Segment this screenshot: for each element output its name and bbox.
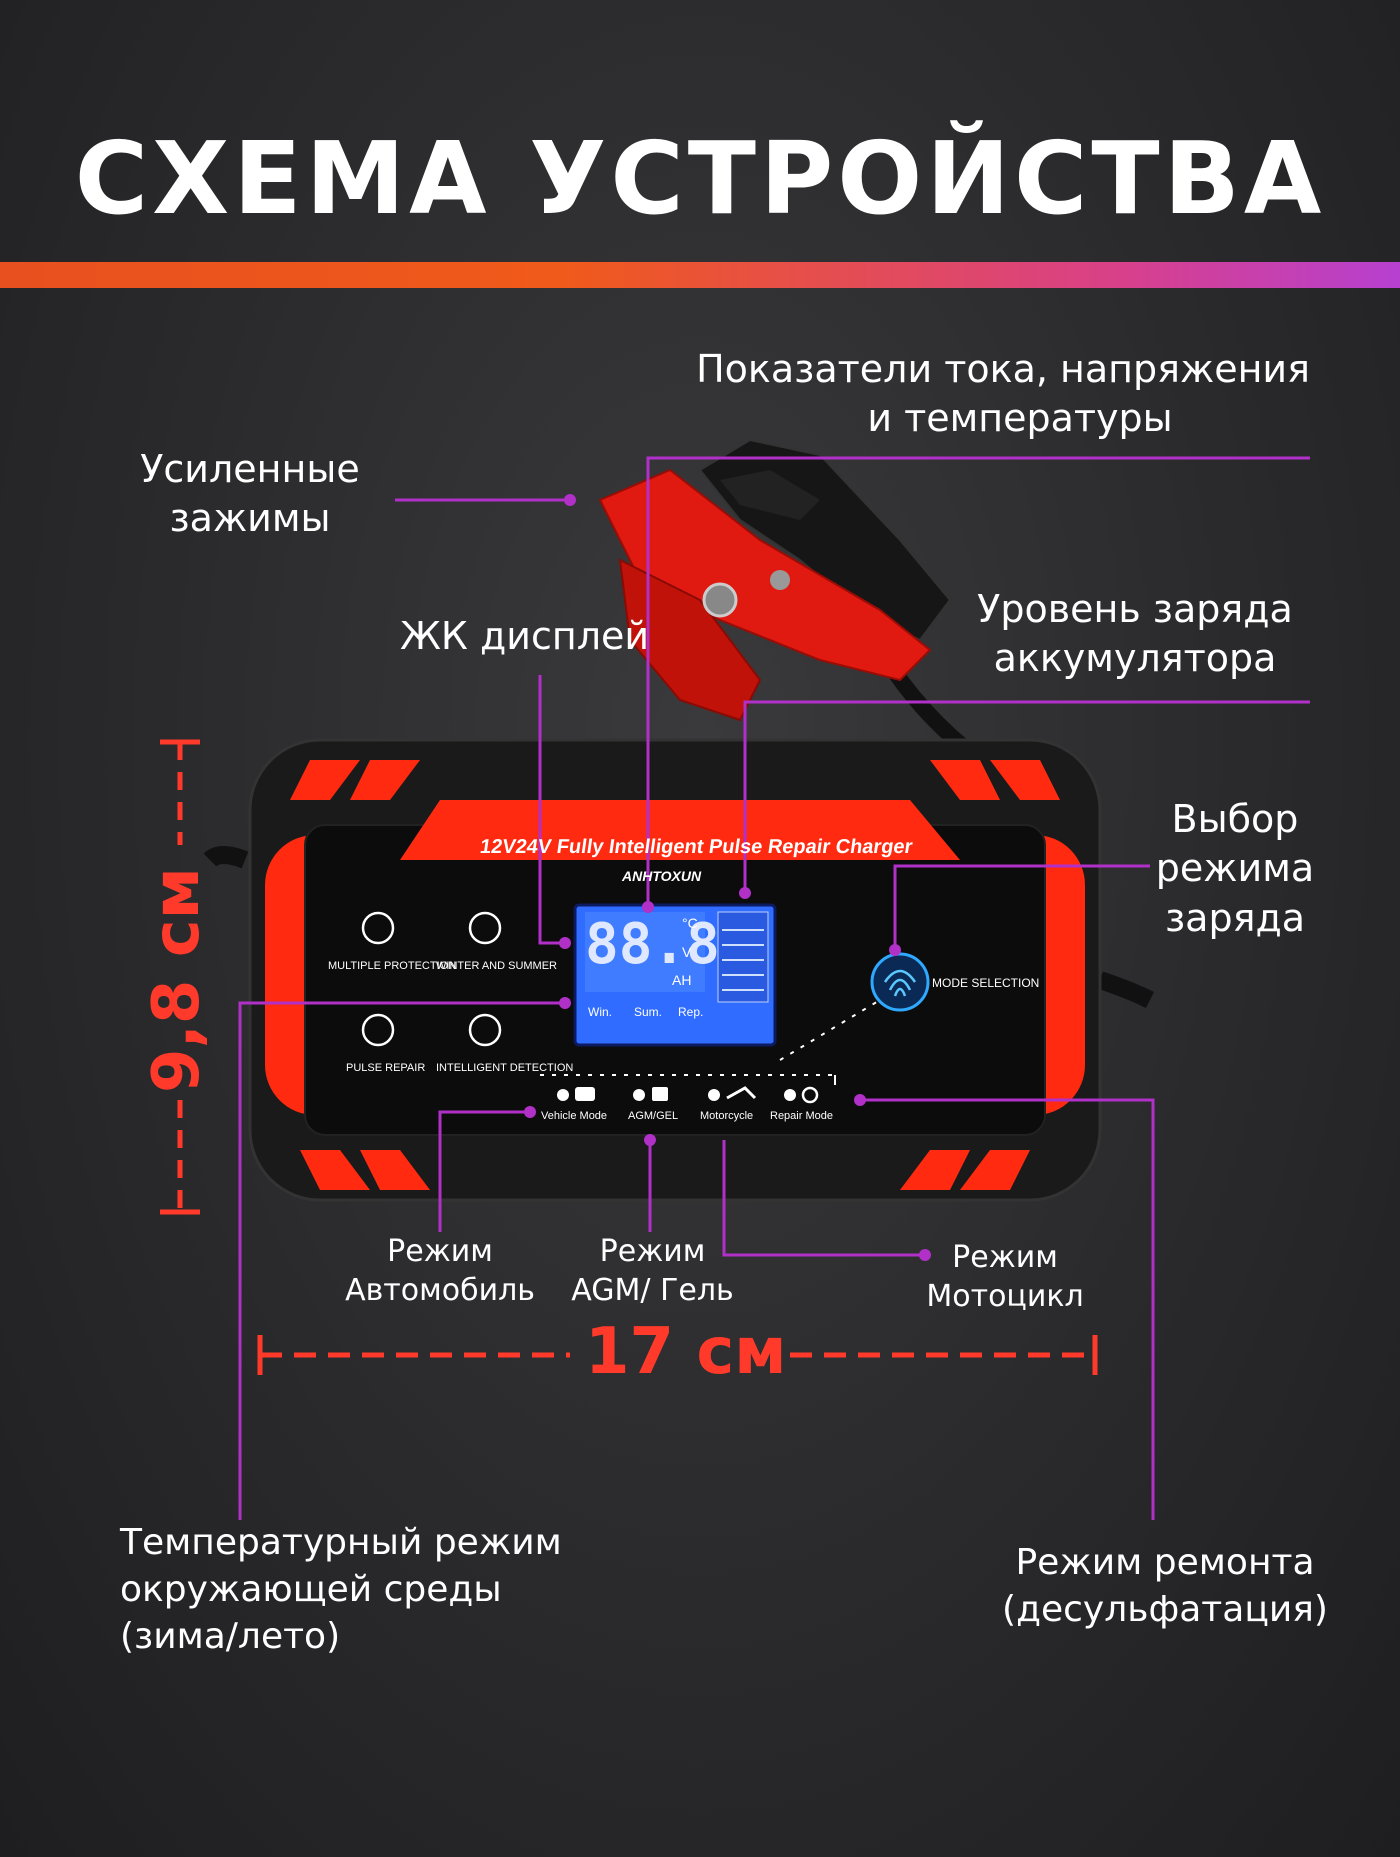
red-clamp	[598, 468, 932, 722]
model-line: 12V24V Fully Intelligent Pulse Repair Ch…	[478, 836, 914, 858]
pulse-icon	[468, 1013, 502, 1047]
brand-label: ANHTOXUN	[622, 868, 702, 884]
mode-agm-label: AGM/GEL	[628, 1110, 679, 1122]
feature-intelligent-detection: INTELLIGENT DETECTION	[436, 1062, 574, 1074]
callout-mode-select: Выбор режима заряда	[1155, 797, 1315, 940]
callout-dots	[524, 494, 931, 1261]
half-moon-icon	[468, 911, 502, 945]
mode-repair-label: Repair Mode	[770, 1110, 833, 1122]
lcd-digits: 88.8	[585, 912, 720, 977]
car-icon	[575, 1087, 595, 1101]
lcd-mode-rep: Rep.	[678, 1005, 704, 1019]
page-title: СХЕМА УСТРОЙСТВА	[74, 120, 1326, 237]
shield-icon	[361, 911, 395, 945]
accent-bar	[0, 262, 1400, 288]
led-repair	[784, 1089, 796, 1101]
callout-repair-mode: Режим ремонта (десульфатация)	[1002, 1542, 1328, 1630]
fingerprint-icon	[870, 952, 930, 1012]
motorcycle-icon	[726, 1086, 757, 1100]
lcd-mode-win: Win.	[588, 1005, 612, 1019]
feature-multiple-protection: MULTIPLE PROTECTION	[328, 960, 457, 972]
callout-lcd: ЖК дисплей	[400, 614, 650, 658]
led-moto	[708, 1089, 720, 1101]
repair-icon	[801, 1086, 819, 1104]
battery-icon	[652, 1087, 668, 1101]
lcd-unit-ah: AH	[672, 972, 692, 988]
led-vehicle	[557, 1089, 569, 1101]
feature-pulse-repair: PULSE REPAIR	[346, 1062, 426, 1074]
dimension-lines	[160, 739, 1098, 1375]
width-dimension: 17 см	[585, 1315, 787, 1389]
lcd-unit-v: V	[682, 944, 692, 960]
mode-moto-label: Motorcycle	[700, 1110, 754, 1122]
lcd-unit-c: °C	[682, 915, 698, 931]
wrench-icon	[361, 1013, 395, 1047]
callout-battery-level: Уровень заряда аккумулятора	[977, 587, 1293, 681]
lcd-mode-sum: Sum.	[634, 1005, 663, 1019]
callout-car-mode: Режим Автомобиль	[345, 1234, 535, 1308]
mode-vehicle-label: Vehicle Mode	[541, 1110, 608, 1122]
callout-temp-mode: Температурный режим окружающей среды (зи…	[120, 1522, 562, 1657]
callout-indicators: Показатели тока, напряжения и температур…	[696, 347, 1310, 441]
callout-moto-mode: Режим Мотоцикл	[926, 1240, 1084, 1314]
feature-winter-summer: WINTER AND SUMMER	[436, 960, 557, 972]
mode-selection-label: MODE SELECTION	[932, 976, 1040, 990]
callout-agm-mode: Режим AGM/ Гель	[571, 1234, 734, 1308]
led-agm	[633, 1089, 645, 1101]
height-dimension: 9,8 см	[140, 867, 214, 1093]
callout-lines	[238, 456, 1310, 1520]
callout-clamps: Усиленные зажимы	[140, 447, 360, 541]
